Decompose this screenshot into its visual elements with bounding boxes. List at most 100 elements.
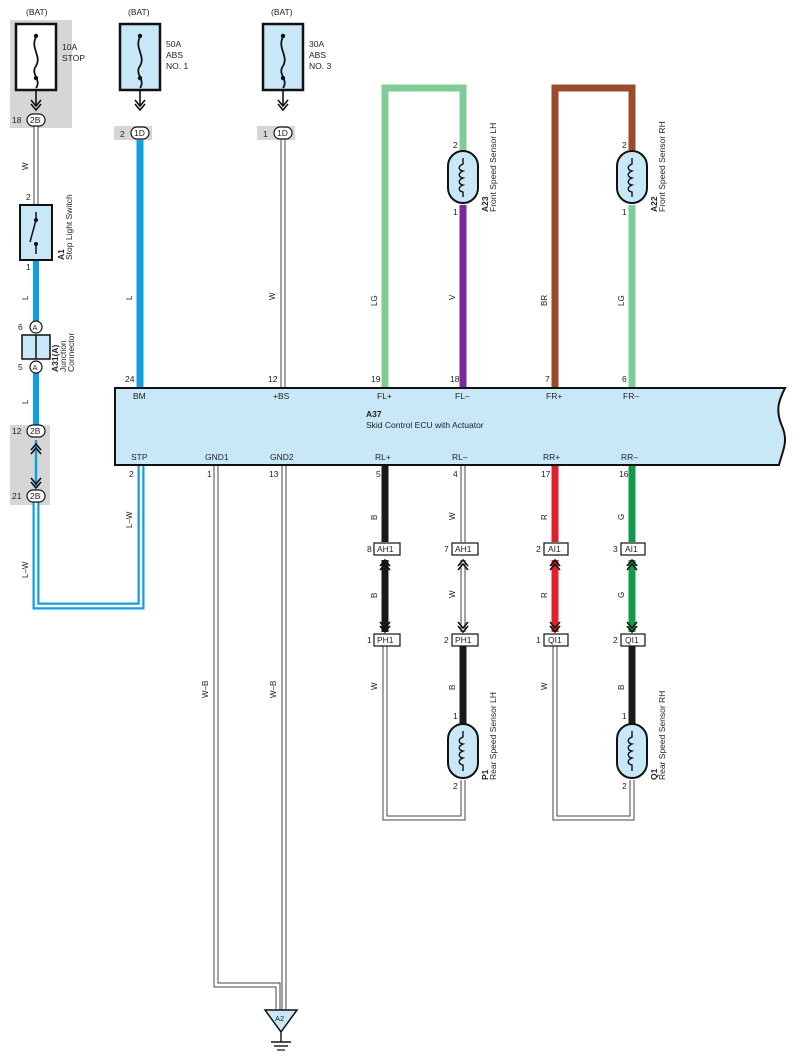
connector-1d-abs3: 1 1D [263, 126, 293, 140]
svg-text:1: 1 [453, 711, 458, 721]
rl-minus-lower-label: W [448, 590, 457, 598]
svg-text:2B: 2B [30, 426, 41, 436]
svg-text:(BAT): (BAT) [271, 7, 293, 17]
svg-text:7: 7 [545, 374, 550, 384]
q1-wire-w-label: W [540, 682, 549, 690]
svg-text:P1: P1 [480, 769, 490, 780]
svg-text:8: 8 [367, 544, 372, 554]
fuse-abs-no3: (BAT) 30A ABS NO. 3 [261, 7, 331, 111]
junction-connector: 6 A A 5 A31(A) Junction Connector [18, 320, 76, 374]
svg-text:Front Speed Sensor RH: Front Speed Sensor RH [657, 121, 667, 212]
svg-text:5: 5 [18, 362, 23, 372]
svg-text:+BS: +BS [273, 391, 290, 401]
svg-text:18: 18 [12, 115, 22, 125]
fr-plus-wire-label: BR [540, 295, 549, 306]
connector-ai1: 2 AI1 3 AI1 [536, 542, 646, 633]
svg-text:A1: A1 [56, 249, 66, 260]
svg-text:Junction: Junction [58, 340, 68, 372]
fr-plus-wire [551, 84, 636, 388]
connector-2b-18: 18 2B [12, 113, 46, 127]
svg-text:1: 1 [263, 129, 268, 139]
rl-plus-upper-label: B [370, 515, 379, 520]
svg-text:STOP: STOP [62, 53, 85, 63]
svg-text:Connector: Connector [66, 333, 76, 372]
svg-text:12: 12 [12, 426, 22, 436]
svg-text:2: 2 [453, 781, 458, 791]
svg-text:5: 5 [376, 469, 381, 479]
svg-text:FR–: FR– [623, 391, 639, 401]
svg-text:17: 17 [541, 469, 551, 479]
p1-wire-w-label: W [370, 682, 379, 690]
svg-text:BM: BM [133, 391, 146, 401]
svg-text:A37: A37 [366, 409, 382, 419]
svg-text:STP: STP [131, 452, 148, 462]
svg-text:PH1: PH1 [377, 635, 394, 645]
svg-text:2: 2 [444, 635, 449, 645]
svg-text:3: 3 [613, 544, 618, 554]
svg-text:16: 16 [619, 469, 629, 479]
stop-light-switch: 2 1 A1 Stop Light Switch [19, 192, 74, 272]
connector-1d-abs1: 2 1D [120, 126, 150, 140]
svg-text:A31(A): A31(A) [50, 344, 60, 372]
svg-text:2: 2 [622, 140, 627, 150]
svg-text:12: 12 [268, 374, 278, 384]
fl-minus-wire-label: V [448, 294, 457, 300]
connector-qi1: 1 QI1 2 QI1 [536, 633, 646, 647]
svg-text:6: 6 [18, 322, 23, 332]
stop-wire-l2-label: L [21, 399, 30, 404]
connector-ah1: 8 AH1 7 AH1 [367, 542, 479, 633]
svg-text:A: A [33, 363, 38, 372]
svg-text:RR+: RR+ [543, 452, 560, 462]
svg-text:AI1: AI1 [625, 544, 638, 554]
rear-speed-sensor-rh: 1 2 Q1 Rear Speed Sensor RH [616, 691, 667, 791]
svg-text:RL+: RL+ [375, 452, 391, 462]
svg-text:6: 6 [622, 374, 627, 384]
stop-wire-w-label: W [21, 162, 30, 170]
svg-text:Rear Speed Sensor RH: Rear Speed Sensor RH [657, 691, 667, 780]
svg-text:1: 1 [367, 635, 372, 645]
ground-point: A2 [263, 1009, 299, 1051]
abs1-wire-label: L [125, 295, 134, 300]
svg-text:NO. 1: NO. 1 [166, 61, 188, 71]
svg-text:2: 2 [120, 129, 125, 139]
fr-minus-wire-label: LG [617, 295, 626, 306]
rr-minus-upper-label: G [617, 514, 626, 520]
svg-text:50A: 50A [166, 39, 181, 49]
svg-text:Q1: Q1 [649, 768, 659, 780]
svg-text:24: 24 [125, 374, 135, 384]
svg-text:GND2: GND2 [270, 452, 294, 462]
svg-text:4: 4 [453, 469, 458, 479]
svg-text:AH1: AH1 [455, 544, 472, 554]
svg-text:FR+: FR+ [546, 391, 562, 401]
rr-plus-lower-label: R [540, 592, 549, 598]
svg-text:1: 1 [622, 207, 627, 217]
front-speed-sensor-lh: 2 1 A23 Front Speed Sensor LH [447, 123, 498, 217]
svg-text:7: 7 [444, 544, 449, 554]
svg-text:QI1: QI1 [548, 635, 562, 645]
gnd1-wire-label: W–B [201, 681, 210, 698]
svg-text:19: 19 [371, 374, 381, 384]
svg-text:21: 21 [12, 491, 22, 501]
svg-text:2: 2 [536, 544, 541, 554]
svg-text:ABS: ABS [166, 50, 183, 60]
rear-speed-sensor-lh: 1 2 P1 Rear Speed Sensor LH [447, 692, 498, 791]
svg-text:Stop Light Switch: Stop Light Switch [64, 194, 74, 260]
svg-text:1: 1 [453, 207, 458, 217]
abs3-wire-label: W [268, 292, 277, 300]
svg-text:PH1: PH1 [455, 635, 472, 645]
svg-text:(BAT): (BAT) [128, 7, 150, 17]
svg-text:2B: 2B [30, 491, 41, 501]
connector-2b-21: 21 2B [12, 477, 46, 503]
svg-text:2: 2 [613, 635, 618, 645]
fl-plus-wire-label: LG [370, 295, 379, 306]
q1-wire-w [552, 646, 635, 821]
rl-minus-upper-label: W [448, 512, 457, 520]
svg-text:Front Speed Sensor LH: Front Speed Sensor LH [488, 123, 498, 212]
stop-wire-l1-label: L [21, 295, 30, 300]
stp-wire-label: L–W [125, 511, 134, 528]
svg-text:2: 2 [129, 469, 134, 479]
svg-text:Rear Speed Sensor LH: Rear Speed Sensor LH [488, 692, 498, 780]
fl-plus-wire [381, 84, 467, 388]
svg-text:2: 2 [453, 140, 458, 150]
